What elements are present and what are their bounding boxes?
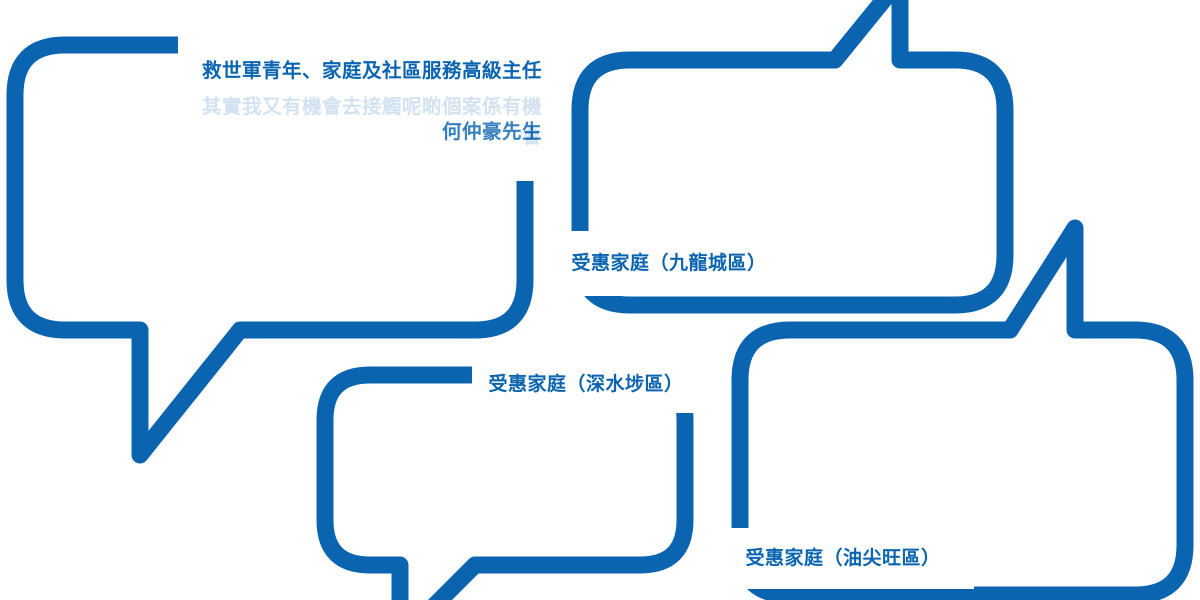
- label-beneficiary-kowloon-city: 受惠家庭（九龍城區）: [552, 231, 786, 297]
- speaker-caption-faded: 其實我又有機會去接觸呢啲個案係有機會: [178, 88, 550, 157]
- speech-bubble-bottom-left: [316, 366, 694, 600]
- label-beneficiary-yau-tsim-mong: 受惠家庭（油尖旺區）: [712, 528, 974, 590]
- label-beneficiary-sham-shui-po: 受惠家庭（深水埗區）: [472, 356, 700, 414]
- speaker-name: 何仲豪先生: [441, 119, 542, 143]
- speaker-title: 救世軍青年、家庭及社區服務高級主任: [201, 59, 542, 83]
- speech-bubble-bottom-right: [731, 219, 1194, 600]
- speech-bubble-top-right: [571, 0, 1014, 314]
- speaker-caption: 救世軍青年、家庭及社區服務高級主任 何仲豪先生: [178, 22, 550, 182]
